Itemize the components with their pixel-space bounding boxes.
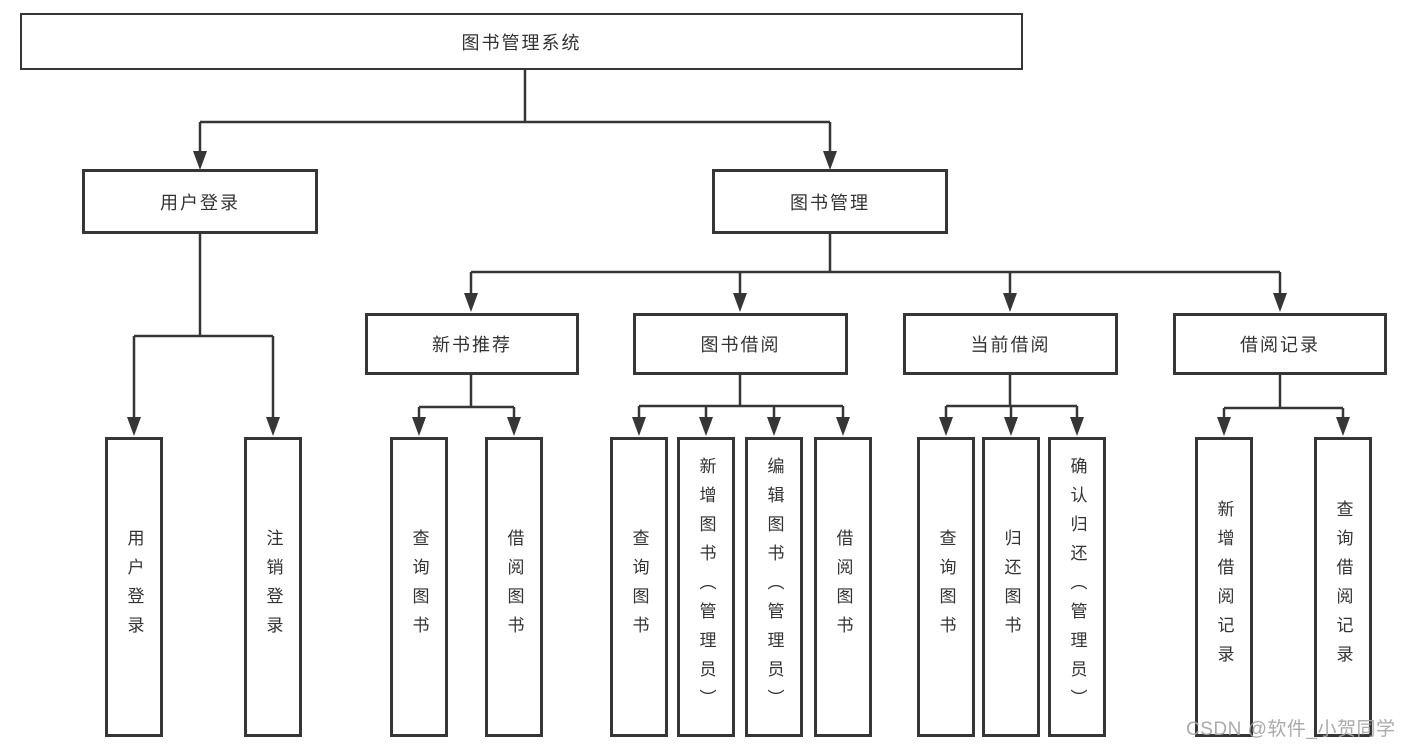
leaf-query-borrow-record: 查询借阅记录 [1314,437,1372,737]
leaf-logout: 注销登录 [244,437,302,737]
node-borrowing-records: 借阅记录 [1173,313,1387,375]
leaf-edit-books-admin: 编辑图书（管理员） [745,437,803,737]
leaf-return-books: 归还图书 [982,437,1040,737]
leaf-add-borrow-record: 新增借阅记录 [1195,437,1253,737]
node-new-book-recommendation: 新书推荐 [365,313,579,375]
node-user-login-branch: 用户登录 [82,169,318,234]
leaf-borrow-books: 借阅图书 [814,437,872,737]
leaf-query-books-recommend: 查询图书 [390,437,448,737]
leaf-confirm-return-admin: 确认归还（管理员） [1048,437,1106,737]
node-current-borrowing: 当前借阅 [903,313,1118,375]
leaf-user-login: 用户登录 [105,437,163,737]
leaf-query-books-current: 查询图书 [917,437,975,737]
csdn-watermark: CSDN @软件_小贺同学 [1186,719,1396,740]
leaf-borrow-books-recommend: 借阅图书 [485,437,543,737]
leaf-add-books-admin: 新增图书（管理员） [677,437,735,737]
node-book-management-branch: 图书管理 [712,169,948,234]
node-book-borrowing: 图书借阅 [633,313,848,375]
leaf-query-books-borrowing: 查询图书 [610,437,668,737]
node-library-management-system: 图书管理系统 [20,13,1023,70]
arrowheads [127,151,1350,436]
